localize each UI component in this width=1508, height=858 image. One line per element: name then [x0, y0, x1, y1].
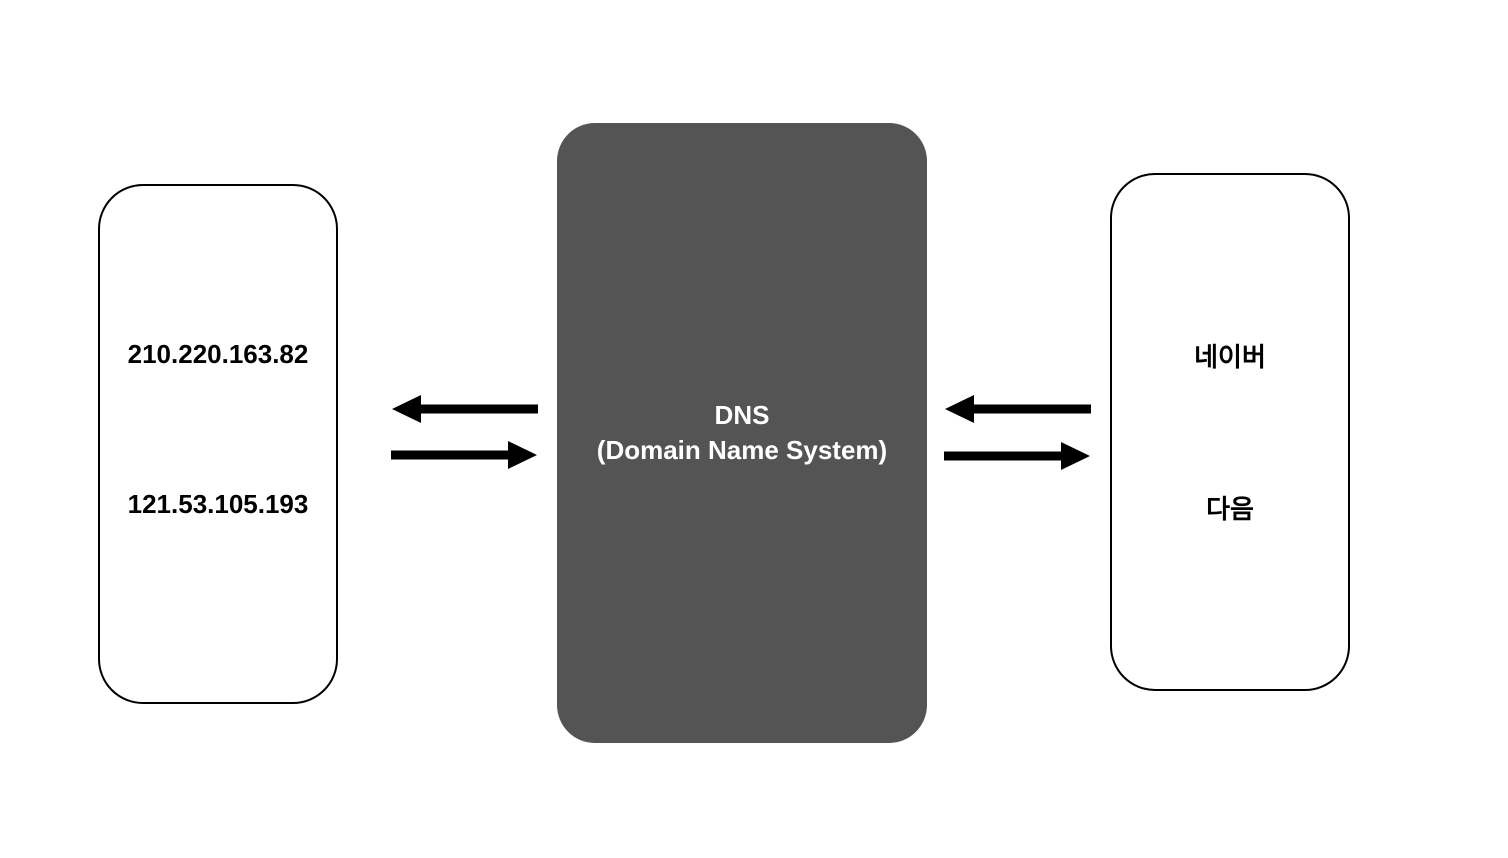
arrow-shaft	[944, 451, 1066, 461]
arrow-dns-to-domain-icon	[944, 442, 1090, 470]
domain-name-daum: 다음	[1206, 494, 1254, 524]
arrow-head	[508, 441, 537, 469]
arrow-dns-to-ip-icon	[392, 395, 538, 423]
arrow-shaft	[969, 404, 1091, 414]
arrow-head	[392, 395, 421, 423]
domain-name-naver: 네이버	[1194, 342, 1266, 372]
dns-title-line2: (Domain Name System)	[596, 435, 888, 465]
dns-title-line1: DNS	[714, 400, 770, 430]
ip-address-box: 210.220.163.82 121.53.105.193	[98, 184, 338, 704]
dns-box: DNS (Domain Name System)	[557, 123, 927, 743]
arrow-shaft	[391, 450, 513, 460]
ip-address-2: 121.53.105.193	[127, 489, 309, 519]
domain-name-box: 네이버 다음	[1110, 173, 1350, 691]
arrow-shaft	[416, 404, 538, 414]
arrow-head	[945, 395, 974, 423]
arrow-domain-to-dns-icon	[945, 395, 1091, 423]
arrow-head	[1061, 442, 1090, 470]
dns-box-title: DNS (Domain Name System)	[557, 398, 927, 468]
arrow-ip-to-dns-icon	[391, 441, 537, 469]
ip-address-1: 210.220.163.82	[127, 339, 309, 369]
